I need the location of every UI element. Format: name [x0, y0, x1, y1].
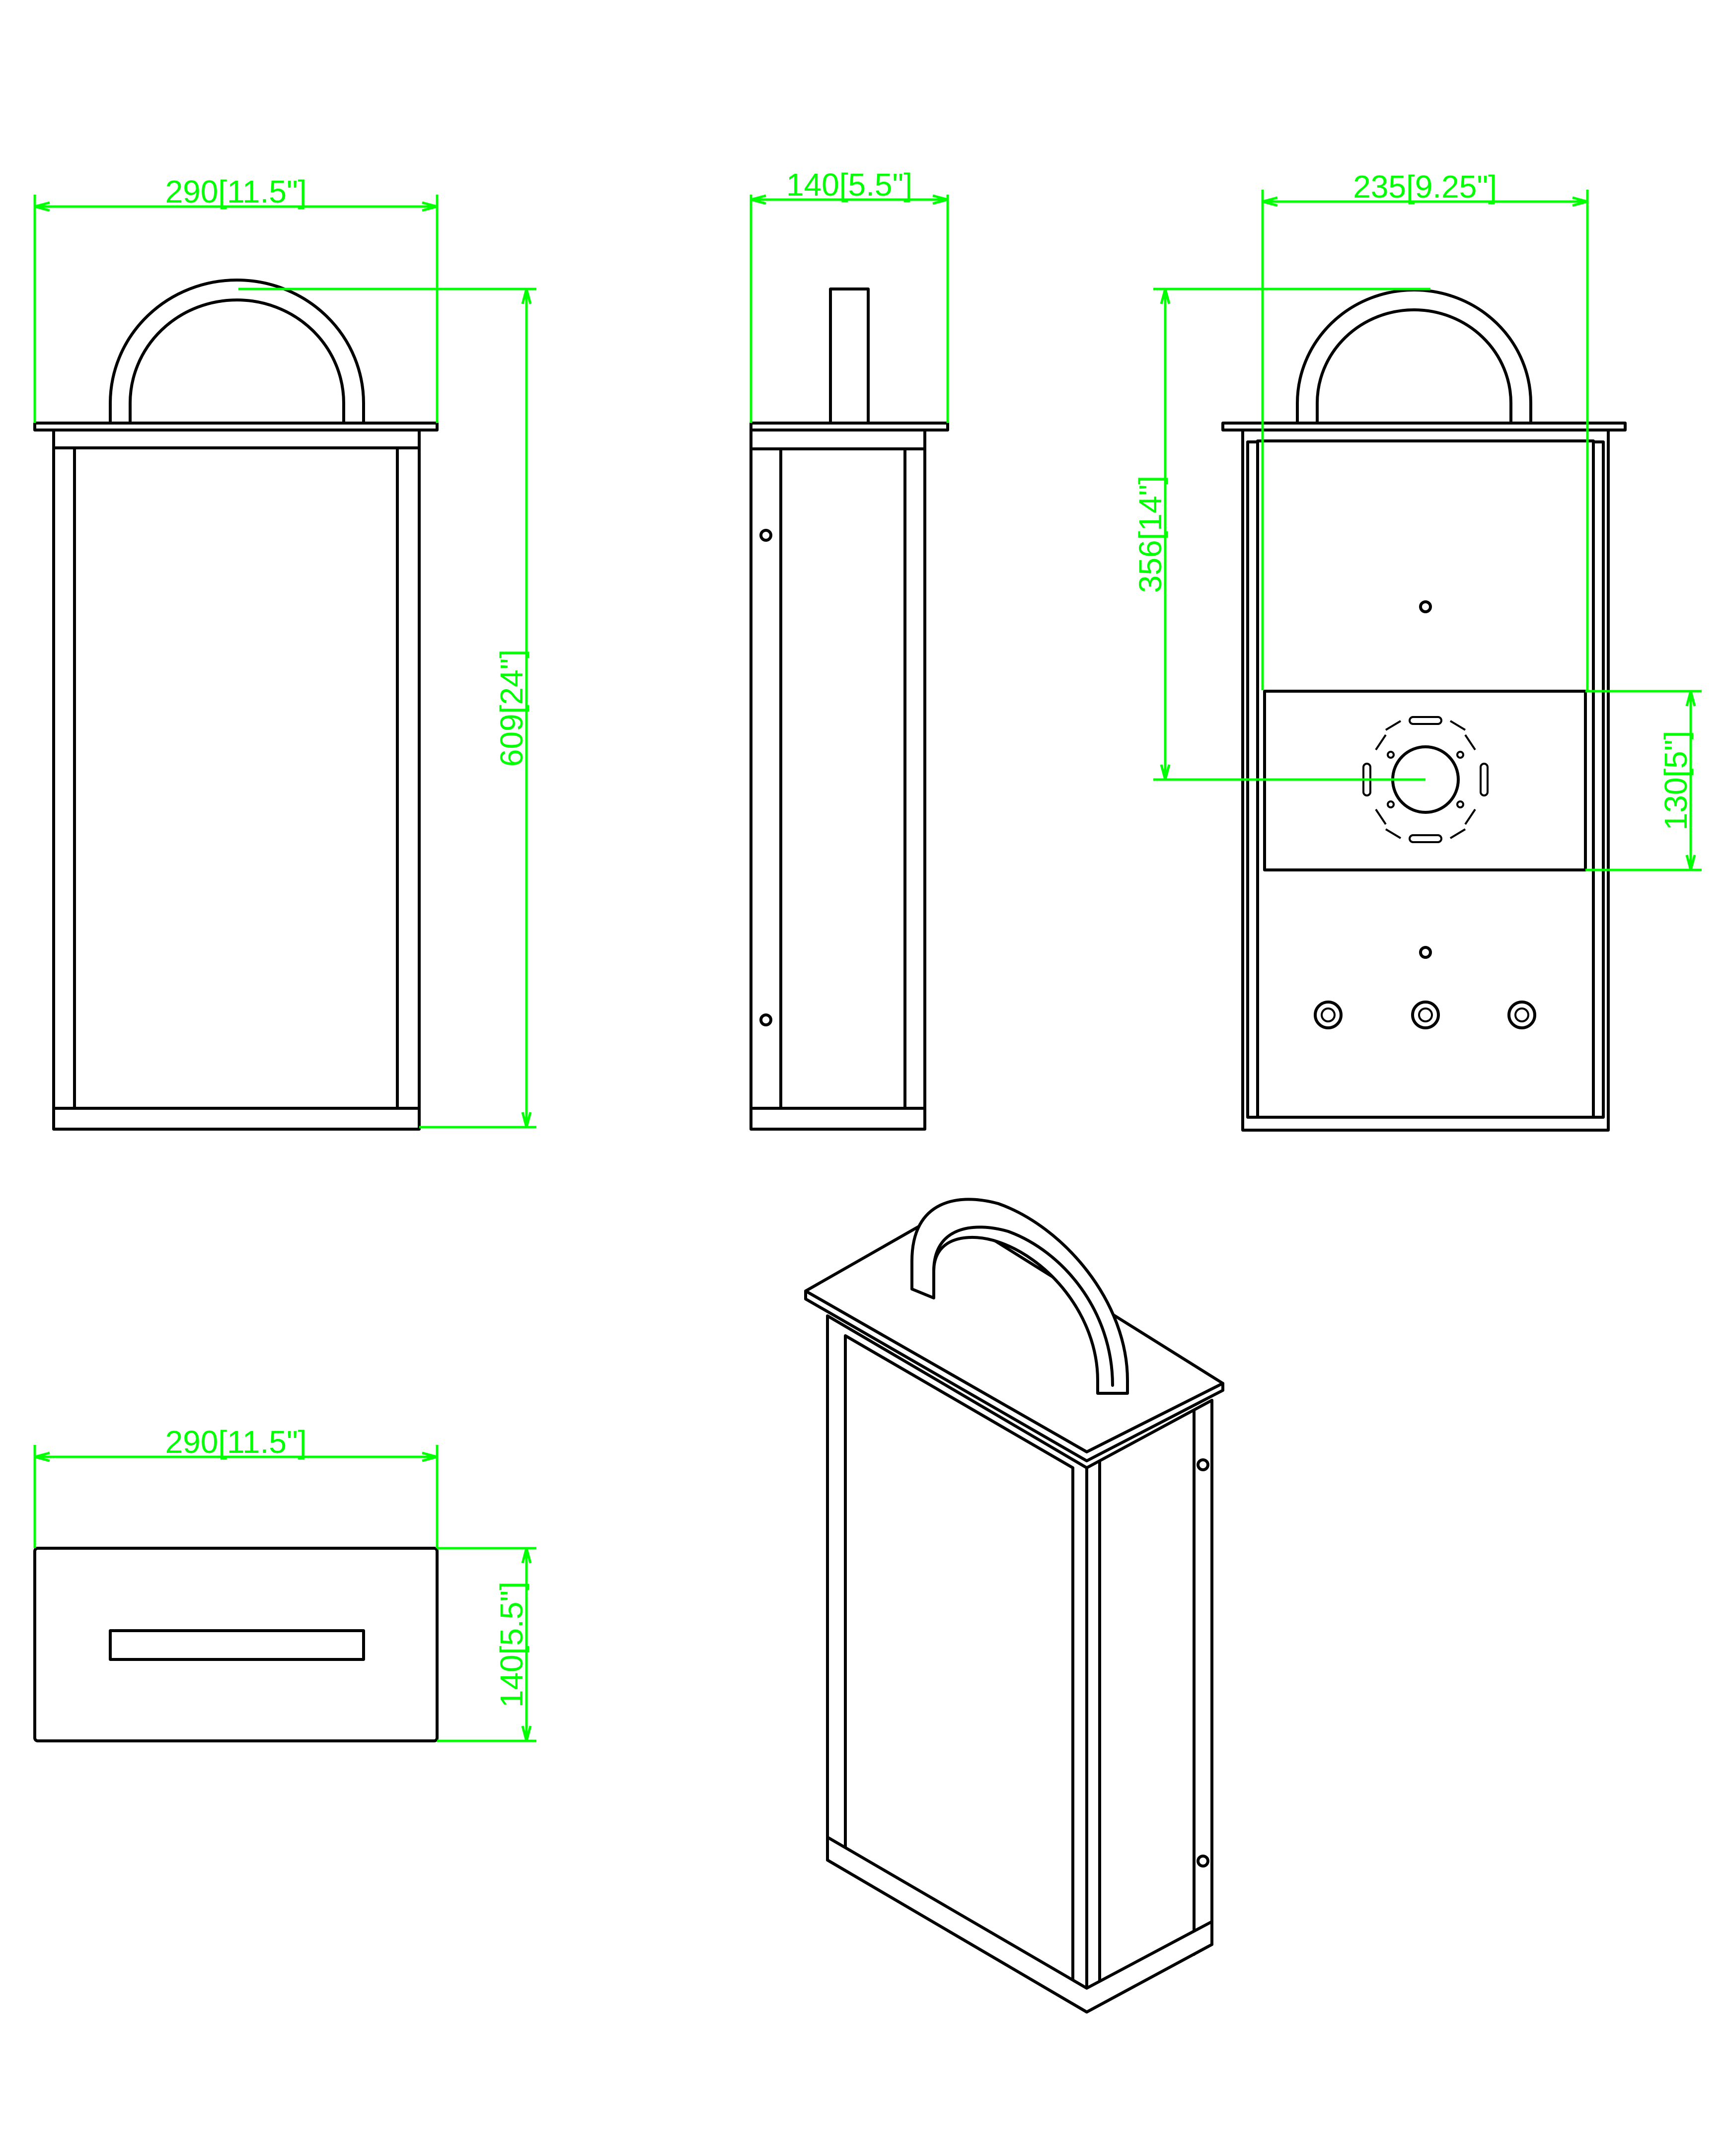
back-width-label: 235[9.25"] — [1353, 169, 1497, 205]
iso-handle — [910, 1198, 1129, 1395]
front-view — [33, 279, 439, 1131]
front-dimensions: 290[11.5"] 609[24"] — [33, 174, 536, 1129]
back-screw-upper — [1419, 600, 1432, 613]
side-panel — [779, 447, 906, 1110]
side-screw-bottom — [759, 1013, 772, 1026]
back-screw-lower — [1419, 946, 1432, 959]
side-dimensions: 140[5.5"] — [750, 167, 949, 423]
front-base — [52, 1107, 421, 1131]
back-handle — [1296, 288, 1532, 425]
front-handle — [109, 279, 365, 425]
back-plate-height-label: 130[5"] — [1658, 731, 1694, 831]
front-right-post — [396, 446, 421, 1110]
back-dimensions: 235[9.25"] 356[14"] 130[5"] — [1132, 169, 1702, 871]
back-mount-height-label: 356[14"] — [1132, 476, 1168, 593]
front-height-label: 609[24"] — [494, 649, 529, 767]
iso-base — [826, 1836, 1213, 2013]
side-base — [750, 1107, 926, 1131]
top-width-label: 290[11.5"] — [165, 1424, 307, 1460]
top-handle — [109, 1629, 365, 1661]
side-cap — [750, 429, 926, 450]
back-view — [1221, 288, 1627, 1132]
side-screw-top — [759, 529, 772, 542]
mounting-slots — [1362, 716, 1489, 843]
front-left-post — [52, 446, 76, 1110]
iso-right-post-lines — [1098, 1410, 1196, 2007]
iso-screw-top — [1197, 1458, 1209, 1471]
front-cap — [52, 429, 421, 449]
front-width-label: 290[11.5"] — [165, 174, 307, 210]
side-right-post — [903, 447, 926, 1110]
side-left-post — [750, 447, 782, 1110]
isometric-view — [804, 1198, 1224, 2013]
top-depth-label: 140[5.5"] — [494, 1581, 529, 1708]
top-dimensions: 290[11.5"] 140[5.5"] — [33, 1424, 536, 1742]
iso-screw-bottom — [1197, 1855, 1209, 1868]
side-view — [750, 287, 949, 1131]
iso-handle-inner — [932, 1225, 1114, 1387]
front-glass-panel — [73, 446, 399, 1110]
side-handle — [829, 287, 870, 425]
iso-roof-edge — [804, 1290, 1224, 1462]
top-view — [33, 1547, 439, 1742]
side-depth-label: 140[5.5"] — [786, 167, 912, 203]
cable-glands — [1314, 1001, 1536, 1029]
